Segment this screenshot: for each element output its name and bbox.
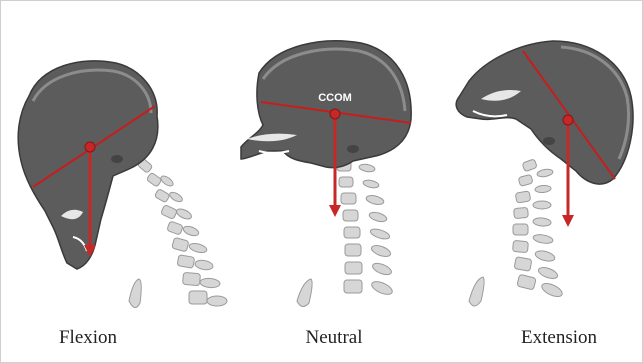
extension-panel (456, 41, 633, 306)
flexion-cervical-spine (129, 158, 227, 307)
neutral-panel: CCOM (241, 41, 411, 307)
neutral-caption: Neutral (306, 327, 363, 349)
extension-cervical-spine (469, 159, 564, 306)
flexion-skull (18, 61, 158, 269)
neutral-skull: CCOM (241, 41, 411, 217)
flexion-caption: Flexion (59, 327, 117, 349)
extension-skull (456, 41, 633, 227)
flexion-panel (18, 61, 227, 308)
ccom-label: CCOM (318, 92, 352, 104)
extension-caption: Extension (521, 327, 597, 349)
neutral-cervical-spine (297, 161, 394, 307)
